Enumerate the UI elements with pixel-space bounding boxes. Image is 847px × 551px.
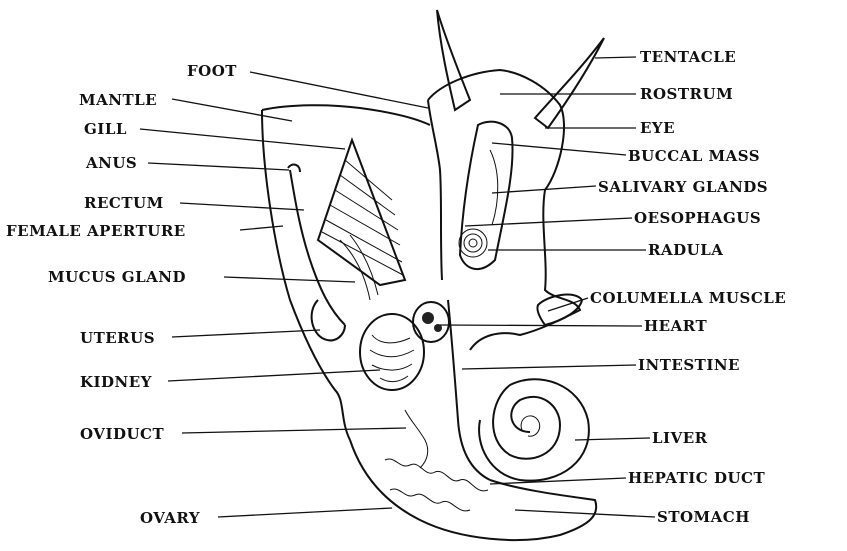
- label-oesophagus: OESOPHAGUS: [634, 209, 761, 227]
- label-kidney: KIDNEY: [80, 373, 152, 391]
- label-uterus: UTERUS: [80, 329, 155, 347]
- label-columella-muscle: COLUMELLA MUSCLE: [590, 289, 786, 307]
- label-salivary-glands: SALIVARY GLANDS: [598, 178, 768, 196]
- visceral-hump: [350, 440, 596, 540]
- radula-spiral: [459, 229, 487, 257]
- label-radula: RADULA: [648, 241, 723, 259]
- columella-muscle-shape: [537, 295, 582, 325]
- oviduct-shape: [405, 410, 428, 468]
- left-tentacle: [437, 10, 470, 110]
- label-rostrum: ROSTRUM: [640, 85, 733, 103]
- label-female-aperture: FEMALE APERTURE: [6, 222, 186, 240]
- label-foot: FOOT: [187, 62, 237, 80]
- label-rectum: RECTUM: [84, 194, 164, 212]
- label-mucus-gland: MUCUS GLAND: [48, 268, 186, 286]
- label-anus: ANUS: [85, 154, 137, 172]
- label-mantle: MANTLE: [79, 91, 157, 109]
- label-ovary: OVARY: [140, 509, 200, 527]
- label-stomach: STOMACH: [657, 508, 750, 526]
- liver-spiral: [479, 379, 589, 480]
- label-oviduct: OVIDUCT: [80, 425, 164, 443]
- heart-shape: [413, 302, 449, 342]
- kidney-shape: [360, 314, 424, 390]
- label-buccal-mass: BUCCAL MASS: [628, 147, 760, 165]
- snail-body-drawing: [262, 10, 604, 540]
- label-hepatic-duct: HEPATIC DUCT: [628, 469, 765, 487]
- label-eye: EYE: [640, 119, 675, 137]
- right-tentacle: [535, 38, 604, 128]
- foot-outline: [428, 100, 442, 280]
- label-liver: LIVER: [652, 429, 708, 447]
- leader-lines: [140, 57, 655, 517]
- gill-shape: [318, 140, 405, 285]
- salivary-gland-shape: [490, 150, 498, 225]
- label-heart: HEART: [644, 317, 707, 335]
- label-gill: GILL: [84, 120, 127, 138]
- label-intestine: INTESTINE: [638, 356, 740, 374]
- label-tentacle: TENTACLE: [640, 48, 736, 66]
